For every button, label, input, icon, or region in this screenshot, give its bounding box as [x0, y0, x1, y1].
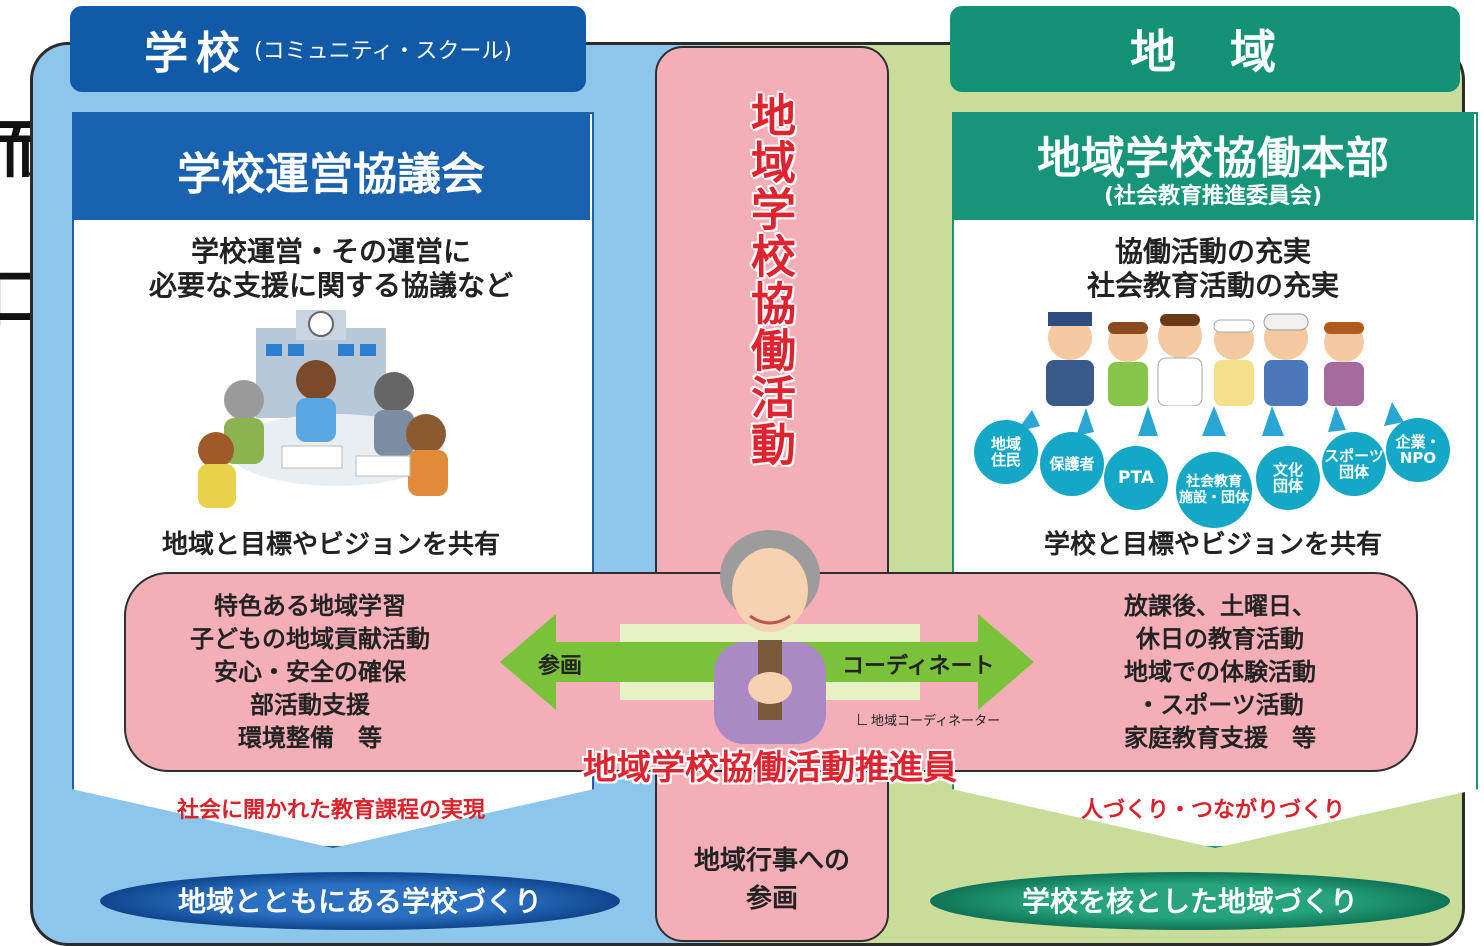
coordinator-illustration [714, 530, 826, 744]
region-activity-5: 家庭教育支援 等 [1124, 724, 1316, 752]
council-desc-line-1: 学校運営・その運営に [190, 235, 471, 268]
group-circle-sports: スポーツ団体 [1322, 432, 1386, 496]
region-activity-3: 地域での体験活動 [1124, 658, 1316, 686]
school-activity-1: 特色ある地域学習 [214, 592, 406, 620]
school-activity-3: 安心・安全の確保 [214, 658, 406, 686]
school-goal-badge [100, 872, 620, 930]
center-column [655, 46, 889, 942]
arrow-right-label: コーディネート [842, 654, 995, 679]
group-circle-pta: PTA [1104, 446, 1168, 510]
arrow-left-label: 参画 [538, 654, 583, 679]
school-activity-4: 部活動支援 [250, 691, 370, 719]
people-illustration [1046, 312, 1364, 406]
hq-title: 地域学校協働本部 [1037, 133, 1389, 184]
event-line-2: 参画 [745, 884, 798, 914]
region-goal: 学校を核とした地域づくり [1021, 885, 1358, 918]
coordinator-note: 地域コーディネーター [858, 710, 1000, 729]
region-share-text: 学校と目標やビジョンを共有 [1043, 530, 1382, 560]
meeting-illustration [198, 310, 448, 508]
group-arrows [1000, 392, 1420, 436]
region-goal-badge [930, 872, 1450, 930]
region-tab: 地 域 [950, 6, 1460, 92]
school-activity-5: 環境整備 等 [238, 724, 382, 752]
school-activities: 特色ある地域学習 子どもの地域貢献活動 安心・安全の確保 部活動支援 環境整備 … [140, 590, 480, 755]
group-circle-culture: 文化団体 [1256, 446, 1320, 510]
group-circle-social-education: 社会教育施設・団体 [1176, 452, 1252, 528]
promoter-label: 地域学校協働活動推進員 [583, 748, 957, 788]
region-activity-1: 放課後、土曜日、 [1124, 592, 1316, 620]
school-result: 社会に開かれた教育課程の実現 [176, 798, 485, 823]
region-activity-4: ・スポーツ活動 [1136, 691, 1304, 719]
group-circle-business-npo: 企業・NPO [1386, 418, 1450, 482]
region-tab-title: 地 域 [1130, 25, 1280, 79]
school-tab-subtitle: (コミュニティ・スクール) [254, 39, 512, 64]
school-activity-2: 子どもの地域貢献活動 [190, 625, 430, 653]
school-goal: 地域とともにある学校づくり [177, 885, 542, 918]
region-activities: 放課後、土曜日、 休日の教育活動 地域での体験活動 ・スポーツ活動 家庭教育支援… [1060, 590, 1380, 755]
hq-desc-line-1: 協働活動の充実 [1114, 235, 1311, 268]
school-share-text: 地域と目標やビジョンを共有 [161, 530, 500, 560]
group-circle-residents: 地域住民 [974, 420, 1038, 484]
region-activity-2: 休日の教育活動 [1136, 625, 1304, 653]
region-result: 人づくり・つながりづくり [1080, 798, 1345, 823]
hq-subtitle: (社会教育推進委員会) [1103, 184, 1323, 209]
school-council-header [72, 112, 590, 220]
event-line-1: 地域行事への [693, 846, 850, 876]
center-vertical-title: 地域学校協働活動 [743, 92, 796, 468]
region-hq-header [952, 112, 1474, 220]
school-tab-title: 学校 [144, 28, 249, 79]
council-title: 学校運営協議会 [177, 149, 485, 200]
hq-desc-line-2: 社会教育活動の充実 [1086, 269, 1339, 302]
council-desc-line-2: 必要な支援に関する協議など [148, 269, 513, 302]
group-circle-guardians: 保護者 [1040, 432, 1104, 496]
school-tab: 学校 (コミュニティ・スクール) [70, 6, 586, 92]
